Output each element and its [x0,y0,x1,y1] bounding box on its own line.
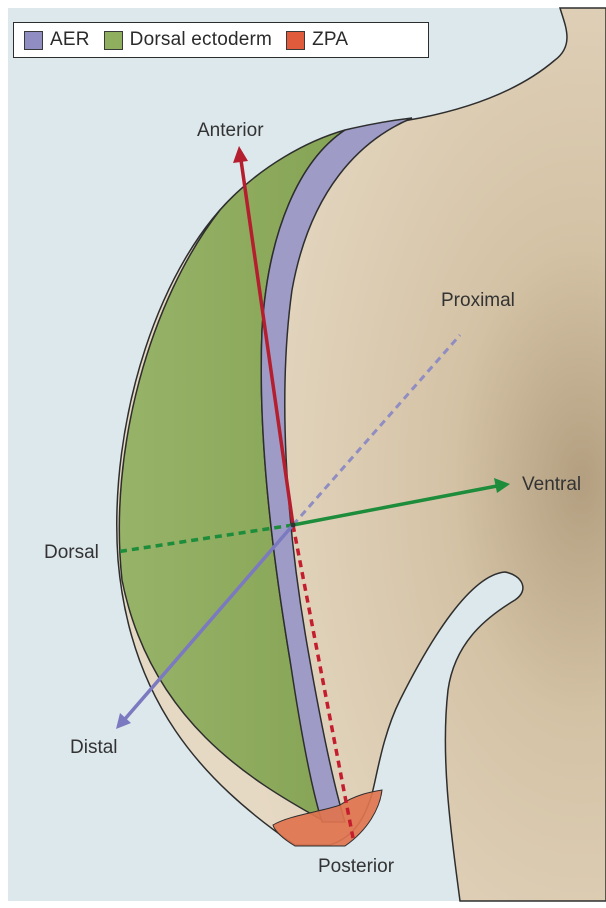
ventral-label: Ventral [522,474,581,496]
axis-origin [291,523,296,528]
legend-label-zpa: ZPA [312,29,348,51]
legend: AER Dorsal ectoderm ZPA [13,22,429,58]
distal-label: Distal [70,737,118,759]
anterior-label: Anterior [197,120,264,142]
legend-swatch-aer [24,31,43,50]
legend-swatch-zpa [286,31,305,50]
dorsal-label: Dorsal [44,542,99,564]
legend-label-aer: AER [50,29,90,51]
posterior-label: Posterior [318,856,394,878]
legend-label-dorsal-ectoderm: Dorsal ectoderm [130,29,272,51]
proximal-label: Proximal [441,290,515,312]
legend-item-zpa: ZPA [286,29,348,51]
legend-swatch-dorsal-ectoderm [104,31,123,50]
legend-item-dorsal-ectoderm: Dorsal ectoderm [104,29,272,51]
legend-item-aer: AER [24,29,90,51]
